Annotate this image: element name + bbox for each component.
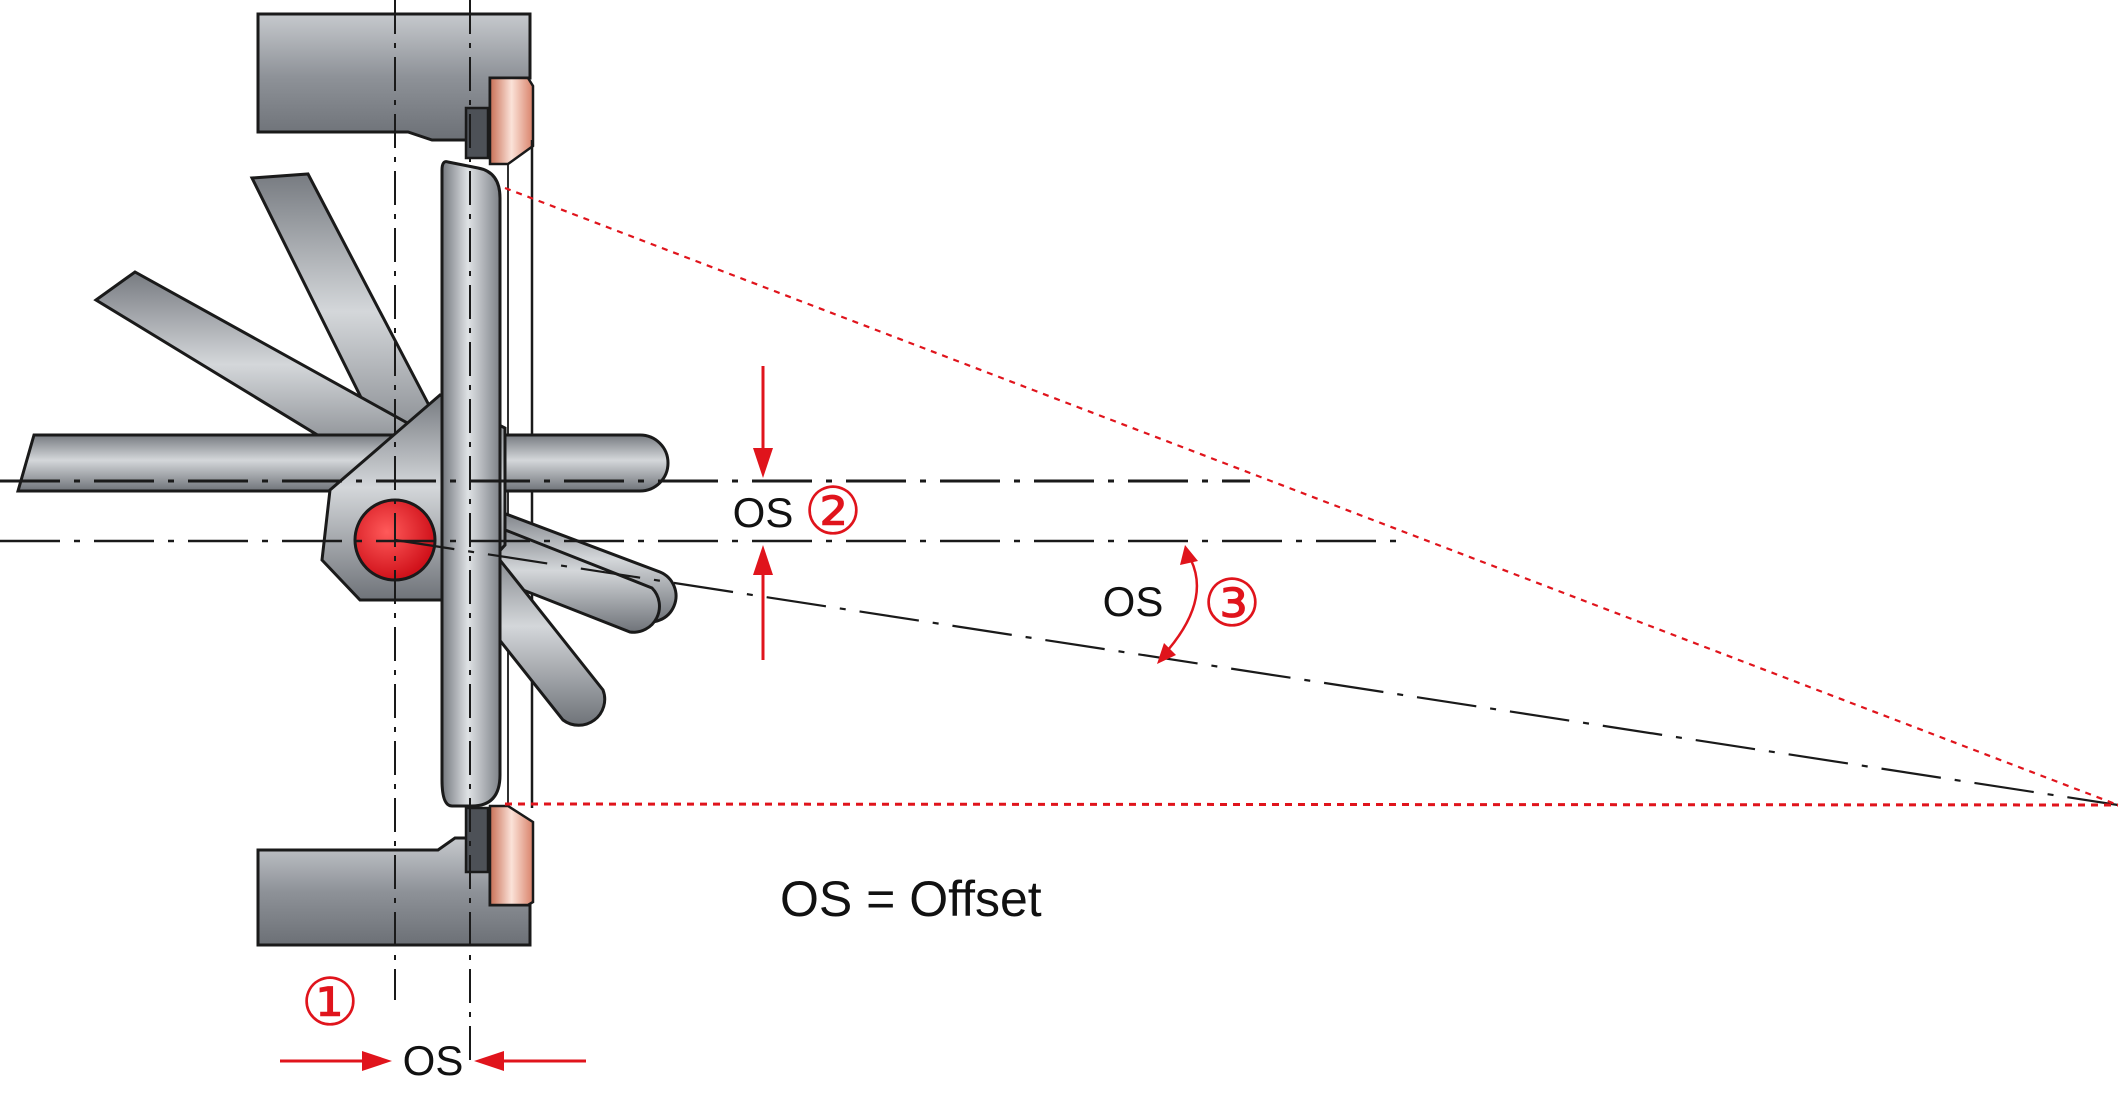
legend-text: OS = Offset bbox=[780, 871, 1042, 927]
retainer-top bbox=[464, 106, 490, 160]
offset-label-2: OS bbox=[733, 489, 794, 536]
centerline-cone-axis bbox=[394, 538, 2119, 807]
marker-number-1: ① bbox=[300, 964, 359, 1041]
retainer-bottom bbox=[464, 806, 490, 874]
offset-label-3: OS bbox=[1103, 578, 1164, 625]
offset-1-dimension bbox=[280, 1051, 586, 1071]
seat-bottom bbox=[488, 804, 535, 907]
seat-top bbox=[488, 76, 535, 166]
disc-arms-swing bbox=[16, 172, 678, 727]
offset-3-angle bbox=[1157, 545, 1199, 664]
cone-line-lower bbox=[504, 802, 2119, 807]
marker-number-3: ③ bbox=[1202, 565, 1261, 642]
marker-number-2: ② bbox=[803, 473, 862, 550]
arm-low-2 bbox=[460, 518, 661, 634]
offset-2-dimension bbox=[753, 366, 773, 660]
offset-label-1: OS bbox=[403, 1037, 464, 1084]
